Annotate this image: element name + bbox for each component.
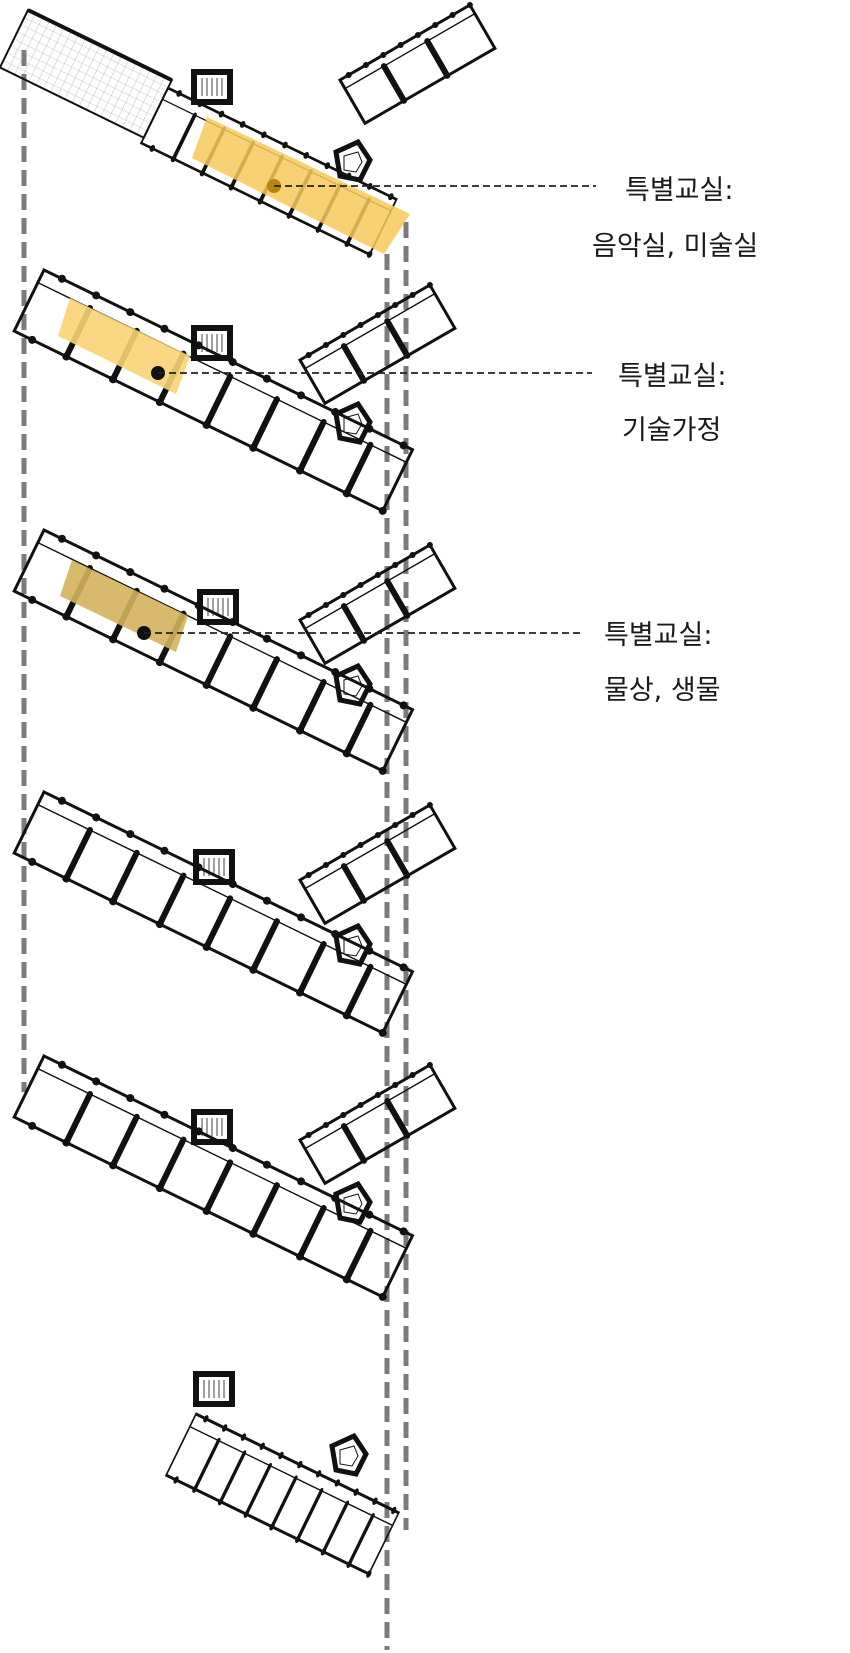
label-music-art-detail: 음악실, 미술실	[592, 231, 759, 262]
label-tech-home-detail: 기술가정	[622, 415, 722, 446]
label-music-art-title: 특별교실:	[625, 175, 734, 206]
label-physics-bio-detail: 물상, 생물	[604, 675, 721, 706]
label-physics-bio-title: 특별교실:	[604, 620, 713, 651]
label-tech-home-title: 특별교실:	[618, 361, 727, 392]
floor-plan-level-3	[12, 788, 457, 1038]
floor-plan-level-1	[164, 1374, 402, 1579]
floor-plan-level-2	[12, 1052, 457, 1302]
floor-plan-level-4	[12, 526, 457, 776]
floor-plan-level-6	[0, 1, 498, 259]
highlight-tech-home-room	[58, 298, 190, 394]
floor-plan-level-5	[12, 266, 457, 516]
highlight-science-room	[60, 560, 188, 652]
